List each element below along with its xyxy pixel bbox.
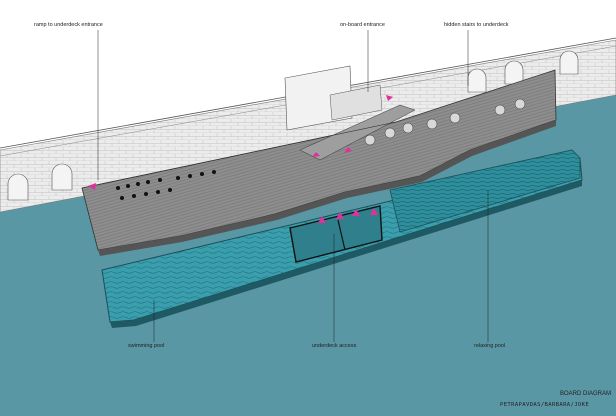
cafe-tables (116, 170, 216, 200)
quay-arches (7, 50, 579, 201)
label-underdeck-access: underdeck access (312, 343, 357, 349)
umbrellas (364, 98, 526, 146)
underdeck-access-box (289, 205, 383, 263)
leader-lines (97, 30, 489, 342)
author-signature: PETRAPAVDAS/BARBARA/JOKE (500, 402, 590, 408)
label-ramp: ramp to underdeck entrance (34, 22, 103, 28)
relaxing-pool (389, 149, 581, 233)
diagram-title: BOARD DIAGRAM (560, 391, 612, 397)
label-hidden-stairs: hidden stairs to underdeck (444, 22, 509, 28)
label-relaxing-pool: relaxing pool (474, 343, 506, 349)
label-onboard-entrance: on-board entrance (340, 22, 385, 28)
deck-edge (98, 120, 556, 256)
direction-arrows (88, 95, 393, 223)
label-swimming-pool: swimming pool (128, 343, 165, 349)
